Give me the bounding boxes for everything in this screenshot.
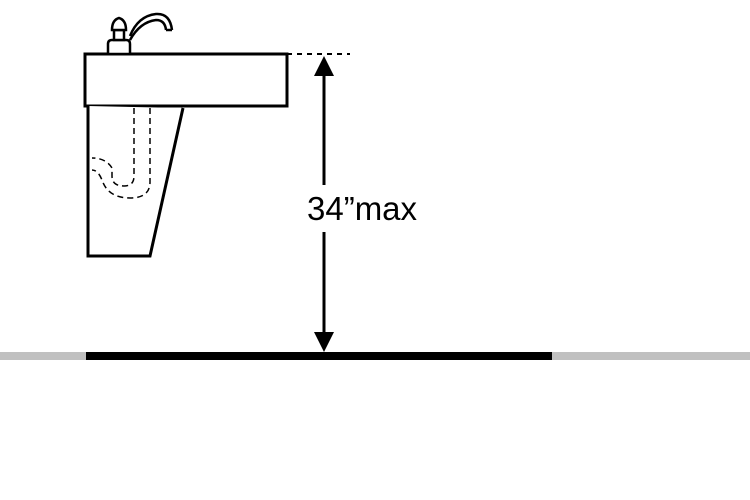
sink-apron [86,106,185,258]
sink-basin-slab [83,52,289,108]
wall-mounted-sink-icon [83,12,289,258]
p-trap-drain-icon [91,108,151,199]
faucet-icon [106,12,174,56]
arrowhead-up-icon [314,56,334,76]
dimension-label: 34”max [307,190,418,227]
height-dimension: 34”max [287,53,418,352]
arrowhead-down-icon [314,332,334,352]
